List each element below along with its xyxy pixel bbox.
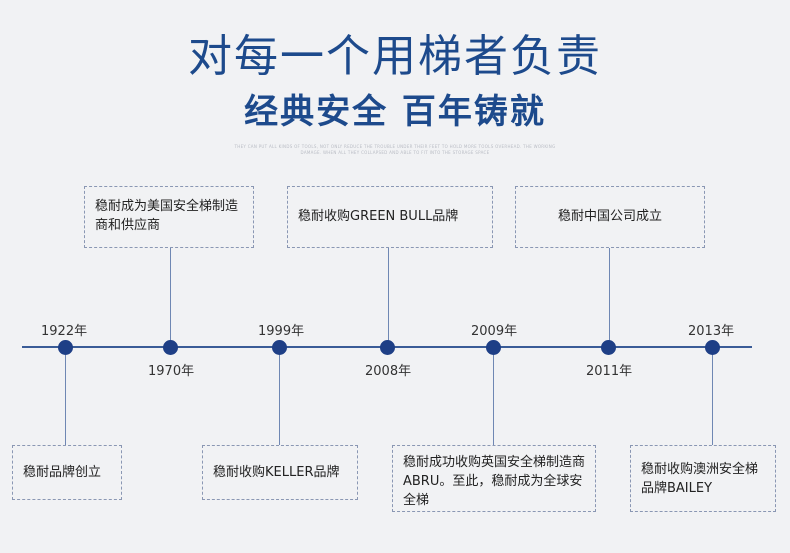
event-2008: 稳耐收购GREEN BULL品牌 (287, 186, 493, 248)
event-1970: 稳耐成为美国安全梯制造商和供应商 (84, 186, 254, 248)
timeline-dot-1999 (272, 340, 287, 355)
stem-1922 (65, 355, 66, 445)
stem-1999 (279, 355, 280, 445)
event-2011: 稳耐中国公司成立 (515, 186, 705, 248)
year-2011: 2011年 (586, 364, 633, 379)
stem-1970 (170, 248, 171, 341)
event-2013: 稳耐收购澳洲安全梯品牌BAILEY (630, 445, 776, 512)
timeline-dot-2009 (486, 340, 501, 355)
event-1999: 稳耐收购KELLER品牌 (202, 445, 358, 500)
stem-2008 (388, 248, 389, 341)
fineprint-line-1: THEY CAN PUT ALL KINDS OF TOOLS, NOT ONL… (234, 144, 556, 149)
year-2008: 2008年 (365, 364, 412, 379)
page-title: 对每一个用梯者负责 (188, 31, 602, 82)
year-2009: 2009年 (471, 324, 518, 339)
event-2009: 稳耐成功收购英国安全梯制造商ABRU。至此，稳耐成为全球安全梯 (392, 445, 596, 512)
timeline-dot-1970 (163, 340, 178, 355)
stem-2013 (712, 355, 713, 445)
event-1922: 稳耐品牌创立 (12, 445, 122, 500)
timeline-dot-2013 (705, 340, 720, 355)
page-subtitle: 经典安全 百年铸就 (244, 92, 546, 132)
timeline-dot-2008 (380, 340, 395, 355)
year-2013: 2013年 (688, 324, 735, 339)
timeline-dot-2011 (601, 340, 616, 355)
fineprint-line-2: DAMAGE. WHEN ALL THEY COLLAPSED AND ABLE… (300, 150, 490, 155)
year-1922: 1922年 (41, 324, 88, 339)
year-1999: 1999年 (258, 324, 305, 339)
fineprint: THEY CAN PUT ALL KINDS OF TOOLS, NOT ONL… (150, 144, 640, 156)
stem-2011 (609, 248, 610, 341)
year-1970: 1970年 (148, 364, 195, 379)
stem-2009 (493, 355, 494, 445)
timeline-dot-1922 (58, 340, 73, 355)
